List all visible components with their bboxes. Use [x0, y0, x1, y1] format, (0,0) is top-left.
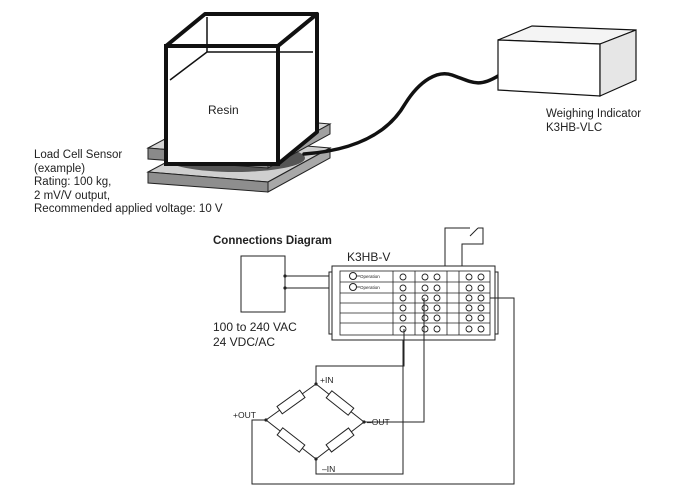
sensor-cable	[302, 72, 500, 156]
resin-label: Resin	[208, 103, 239, 117]
bridge-minus-out-label: –OUT	[367, 417, 390, 427]
load-cell-description: Load Cell Sensor (example) Rating: 100 k…	[34, 149, 223, 217]
resin-container	[164, 12, 319, 166]
wheatstone-bridge	[264, 382, 366, 461]
load-cell-line: Recommended applied voltage: 10 V	[34, 203, 223, 215]
k3hb-v-unit: Operation Operation	[328, 265, 499, 341]
operation-label-2: Operation	[360, 285, 380, 290]
load-cell-line: 2 mV/V output,	[34, 189, 111, 202]
bridge-minus-in-label: –IN	[322, 464, 335, 474]
power-supply-description: 100 to 240 VAC 24 VDC/AC	[213, 320, 297, 350]
indicator-description: Weighing Indicator K3HB-VLC	[546, 108, 641, 135]
output-switch	[444, 227, 484, 266]
load-cell-line: (example)	[34, 162, 86, 175]
operation-label-1: Operation	[360, 274, 380, 279]
weighing-indicator-device	[497, 25, 637, 97]
bridge-plus-out-label: +OUT	[233, 410, 256, 420]
power-line: 24 VDC/AC	[213, 335, 276, 349]
power-supply-box	[240, 255, 286, 313]
indicator-line: K3HB-VLC	[546, 121, 603, 134]
load-cell-line: Rating: 100 kg,	[34, 176, 112, 188]
indicator-line: Weighing Indicator	[546, 108, 642, 120]
model-label: K3HB-V	[347, 250, 390, 264]
load-cell-line: Load Cell Sensor	[34, 149, 123, 161]
connections-title: Connections Diagram	[213, 235, 332, 247]
bridge-wiring	[251, 297, 515, 485]
bridge-plus-in-label: +IN	[320, 375, 333, 385]
power-line: 100 to 240 VAC	[213, 320, 297, 334]
